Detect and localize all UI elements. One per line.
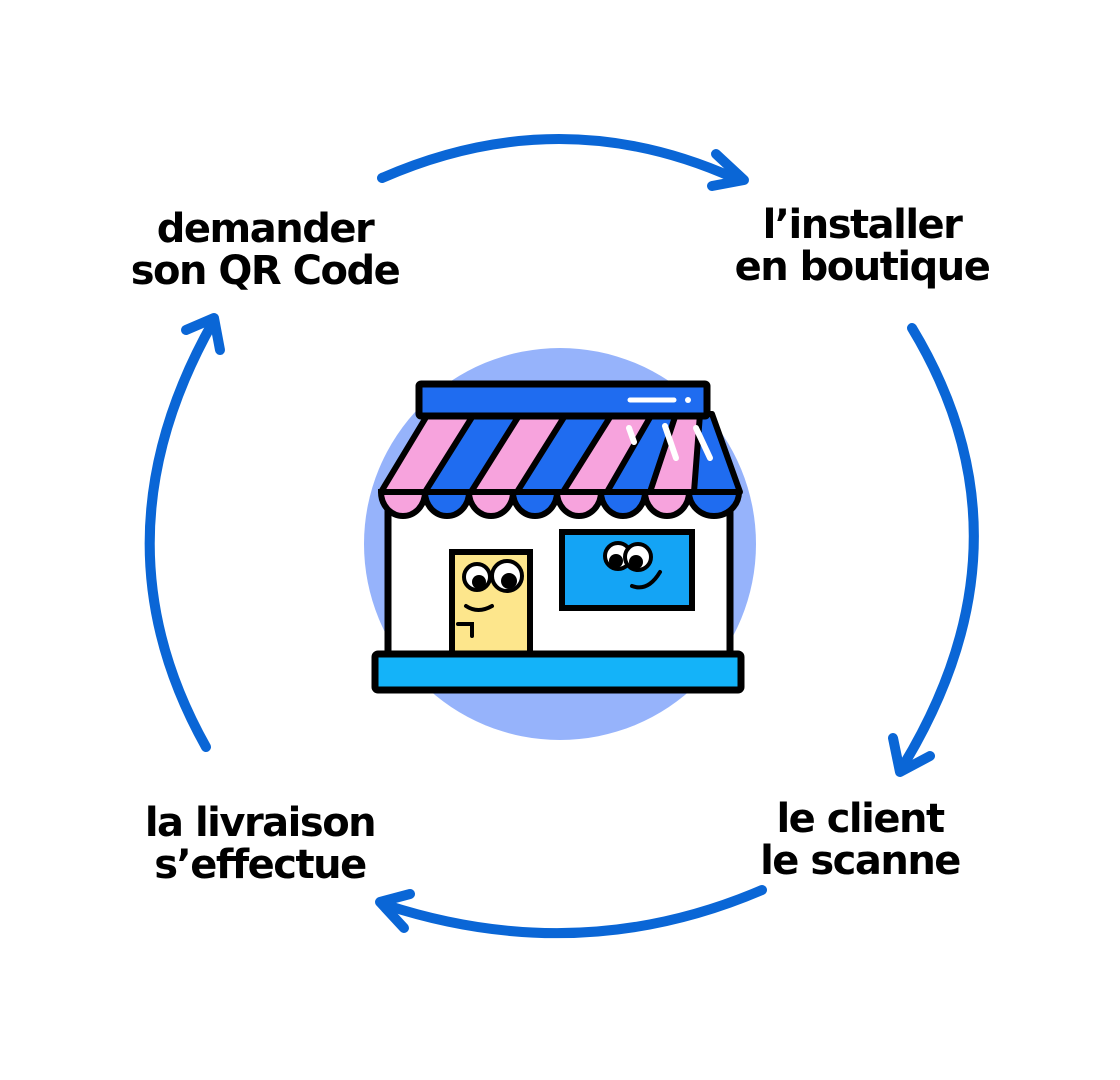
step-label-request-qr-code: demander son QR Code xyxy=(115,208,415,292)
storefront-icon xyxy=(364,348,756,740)
step-label-line: le scanne xyxy=(760,838,961,884)
step-label-line: la livraison xyxy=(144,800,377,846)
step-label-line: le client xyxy=(776,796,945,842)
step-label-line: demander xyxy=(156,206,375,252)
step-label-line: en boutique xyxy=(734,244,991,290)
cycle-arrow-icon xyxy=(377,134,749,191)
step-label-line: son QR Code xyxy=(130,248,401,294)
step-label-line: s’effectue xyxy=(154,842,367,888)
shop-window xyxy=(559,529,695,611)
cycle-arrow-icon xyxy=(375,885,767,939)
shop-header-bar xyxy=(415,380,711,420)
step-label-line: l’installer xyxy=(762,202,963,248)
shop-door xyxy=(449,549,533,663)
cycle-arrow-icon xyxy=(888,323,979,777)
step-label-install-in-shop: l’installer en boutique xyxy=(712,204,1012,288)
step-label-customer-scans: le client le scanne xyxy=(710,798,1010,882)
shop-awning xyxy=(378,411,743,495)
shop-counter xyxy=(371,650,745,694)
step-label-delivery-happens: la livraison s’effectue xyxy=(110,802,410,886)
cycle-arrow-icon xyxy=(144,313,225,752)
